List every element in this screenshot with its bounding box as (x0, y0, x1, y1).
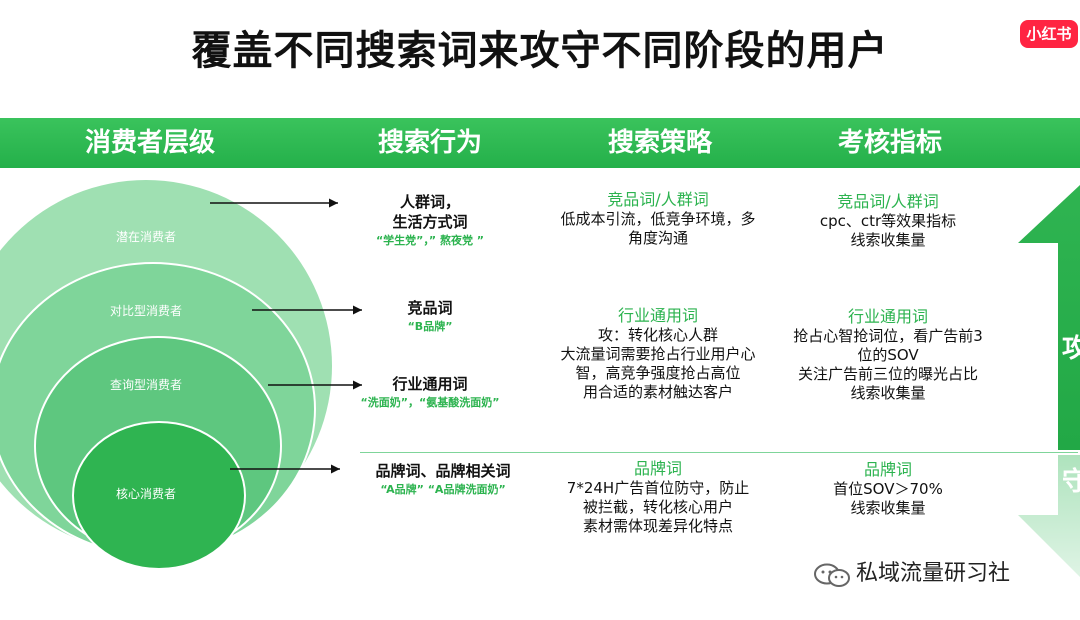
header-consumer-level: 消费者层级 (84, 128, 215, 158)
metric-line: 线索收集量 (850, 384, 926, 402)
strategy-head: 行业通用词 (617, 306, 698, 325)
strategy-line: 素材需体现差异化特点 (582, 517, 733, 535)
behavior-main: 品牌词、品牌相关词 (375, 462, 511, 480)
behavior-main: 行业通用词 (392, 375, 468, 393)
metric-line: 线索收集量 (850, 231, 926, 249)
header-metrics: 考核指标 (837, 128, 942, 158)
strategy-industry: 行业通用词 攻：转化核心人群 大流量词需要抢占行业用户心 智，高竞争强度抢占高位… (540, 306, 776, 402)
strategy-head: 品牌词 (633, 459, 682, 478)
page-title: 覆盖不同搜索词来攻守不同阶段的用户 (191, 28, 889, 74)
metric-line: 位的SOV (857, 346, 919, 364)
strategy-head: 竞品词/人群词 (607, 190, 709, 209)
strategy-line: 7*24H广告首位防守，防止 (566, 479, 750, 497)
metric-brand: 品牌词 首位SOV＞70% 线索收集量 (778, 460, 998, 518)
row-divider (360, 452, 1078, 453)
defend-label: 守 (1062, 466, 1080, 497)
behavior-example: “A品牌” “A品牌洗面奶” (380, 483, 506, 496)
pointer-arrows (210, 198, 362, 474)
metric-line: 首位SOV＞70% (833, 480, 943, 498)
metric-line: 关注广告前三位的曝光占比 (797, 365, 978, 383)
attack-up-arrow (1018, 185, 1080, 450)
behavior-main: 生活方式词 (392, 213, 468, 231)
strategy-line: 角度沟通 (627, 229, 688, 247)
strategy-line: 被拦截，转化核心用户 (582, 498, 733, 516)
strategy-brand: 品牌词 7*24H广告首位防守，防止 被拦截，转化核心用户 素材需体现差异化特点 (548, 459, 768, 536)
behavior-industry-words: 行业通用词 “洗面奶”，“氨基酸洗面奶” (322, 374, 538, 412)
defend-down-arrow (1018, 455, 1080, 577)
attack-defend-arrow: 攻 守 (1018, 185, 1080, 577)
metric-competitor-crowd: 竞品词/人群词 cpc、ctr等效果指标 线索收集量 (778, 192, 998, 250)
label-inquiry-consumer: 查询型消费者 (109, 378, 182, 392)
behavior-competitor-words: 竞品词 “B品牌” (330, 298, 530, 336)
metric-industry: 行业通用词 抢占心智抢词位，看广告前3 位的SOV 关注广告前三位的曝光占比 线… (774, 307, 1002, 403)
behavior-example: “洗面奶”，“氨基酸洗面奶” (360, 396, 500, 409)
label-core-consumer: 核心消费者 (115, 487, 176, 501)
xiaohongshu-logo: 小红书 (1020, 20, 1078, 48)
label-comparison-consumer: 对比型消费者 (109, 304, 182, 318)
header-bar: 消费者层级 搜索行为 搜索策略 考核指标 (0, 118, 1080, 168)
wechat-icon (814, 563, 850, 587)
header-search-behavior: 搜索行为 (377, 128, 482, 158)
behavior-example: “B品牌” (407, 320, 453, 333)
strategy-line: 攻：转化核心人群 (597, 326, 718, 344)
strategy-line: 用合适的素材触达客户 (582, 383, 733, 401)
metric-head: 行业通用词 (847, 307, 928, 326)
circle-core (72, 421, 246, 570)
strategy-competitor-crowd: 竞品词/人群词 低成本引流，低竞争环境，多 角度沟通 (548, 190, 768, 248)
behavior-main: 人群词， (399, 193, 460, 211)
strategy-line: 低成本引流，低竞争环境，多 (560, 210, 756, 228)
metric-line: 线索收集量 (850, 499, 926, 517)
behavior-example: “学生党”，” 熬夜党 ” (375, 234, 485, 247)
behavior-main: 竞品词 (407, 299, 453, 317)
strategy-line: 智，高竞争强度抢占高位 (575, 364, 741, 382)
header-search-strategy: 搜索策略 (607, 128, 712, 158)
strategy-line: 大流量词需要抢占行业用户心 (560, 345, 756, 363)
metric-line: 抢占心智抢词位，看广告前3 (793, 327, 983, 345)
watermark: 私域流量研习社 (856, 561, 1011, 586)
metric-head: 品牌词 (863, 460, 912, 479)
label-potential-consumer: 潜在消费者 (115, 230, 176, 244)
behavior-crowd-words: 人群词， 生活方式词 “学生党”，” 熬夜党 ” (330, 192, 530, 250)
behavior-brand-words: 品牌词、品牌相关词 “A品牌” “A品牌洗面奶” (340, 461, 546, 499)
metric-head: 竞品词/人群词 (837, 192, 939, 211)
metric-line: cpc、ctr等效果指标 (819, 212, 957, 230)
attack-label: 攻 (1062, 334, 1080, 364)
